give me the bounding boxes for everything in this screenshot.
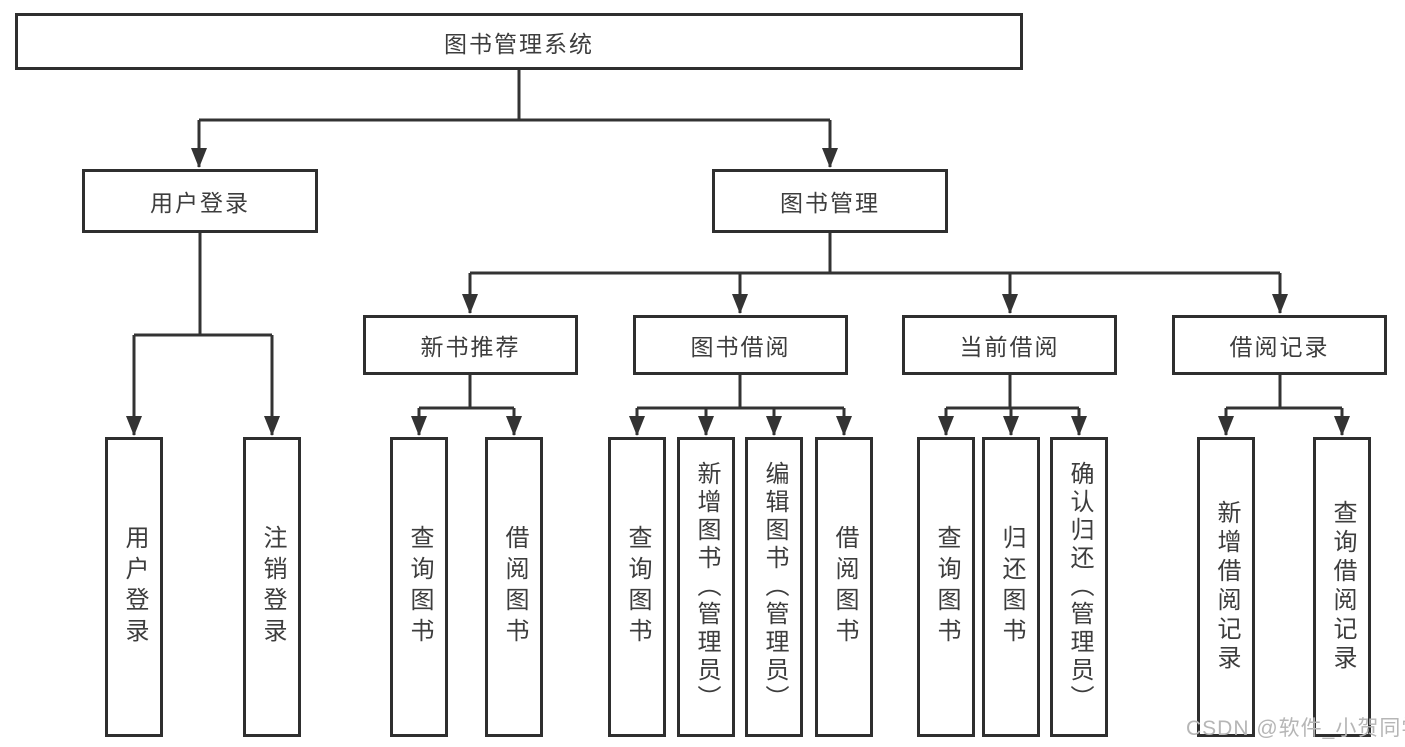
node-book-borrow-label: 图书借阅 — [690, 334, 791, 360]
node-bb-add-book-admin: 新增图书（管理员） — [677, 437, 735, 737]
node-borrow-records: 借阅记录 — [1172, 315, 1387, 375]
node-new-book-recommend: 新书推荐 — [363, 315, 578, 375]
node-user-login-leaf-label: 用户登录 — [121, 525, 148, 649]
node-cb-confirm-return-admin: 确认归还（管理员） — [1050, 437, 1108, 737]
node-cb-return-book: 归还图书 — [982, 437, 1040, 737]
node-bb-query-book-label: 查询图书 — [624, 525, 651, 649]
node-book-management: 图书管理 — [712, 169, 948, 233]
node-cb-return-book-label: 归还图书 — [998, 525, 1025, 649]
node-cb-confirm-return-admin-label: 确认归还（管理员） — [1066, 461, 1093, 713]
node-nb-query-book: 查询图书 — [390, 437, 448, 737]
node-book-management-label: 图书管理 — [780, 190, 880, 216]
node-bb-edit-book-admin: 编辑图书（管理员） — [745, 437, 803, 737]
node-book-borrow: 图书借阅 — [633, 315, 848, 375]
node-nb-borrow-book-label: 借阅图书 — [501, 525, 528, 649]
node-bb-add-book-admin-label: 新增图书（管理员） — [693, 461, 720, 713]
node-nb-borrow-book: 借阅图书 — [485, 437, 543, 737]
node-library-system-label: 图书管理系统 — [444, 30, 594, 57]
node-current-borrow: 当前借阅 — [902, 315, 1117, 375]
node-nb-query-book-label: 查询图书 — [406, 525, 433, 649]
node-br-query-record: 查询借阅记录 — [1313, 437, 1371, 737]
node-br-query-record-label: 查询借阅记录 — [1329, 500, 1356, 674]
node-library-system: 图书管理系统 — [15, 13, 1023, 70]
node-br-add-record: 新增借阅记录 — [1197, 437, 1255, 737]
node-bb-query-book: 查询图书 — [608, 437, 666, 737]
node-bb-edit-book-admin-label: 编辑图书（管理员） — [761, 461, 788, 713]
node-bb-borrow-book: 借阅图书 — [815, 437, 873, 737]
node-logout-login: 注销登录 — [243, 437, 301, 737]
node-cb-query-book: 查询图书 — [917, 437, 975, 737]
node-current-borrow-label: 当前借阅 — [959, 334, 1060, 360]
node-user-login-leaf: 用户登录 — [105, 437, 163, 737]
node-borrow-records-label: 借阅记录 — [1229, 334, 1330, 360]
node-cb-query-book-label: 查询图书 — [933, 525, 960, 649]
node-user-login-label: 用户登录 — [150, 190, 250, 216]
node-new-book-recommend-label: 新书推荐 — [420, 334, 521, 360]
node-br-add-record-label: 新增借阅记录 — [1213, 500, 1240, 674]
node-user-login: 用户登录 — [82, 169, 318, 233]
csdn-watermark: CSDN @软件_小贺同学 — [1186, 717, 1405, 740]
node-bb-borrow-book-label: 借阅图书 — [831, 525, 858, 649]
node-logout-login-label: 注销登录 — [259, 525, 286, 649]
